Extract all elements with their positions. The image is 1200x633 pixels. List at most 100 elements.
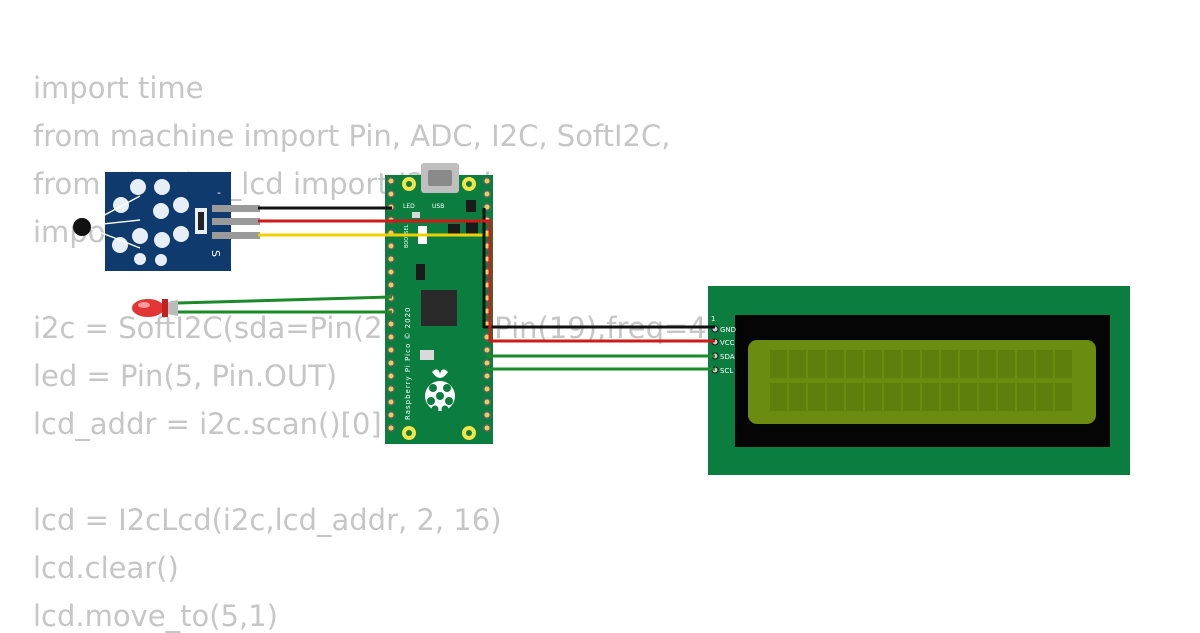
lcd-cell (865, 350, 882, 378)
pico-pin[interactable] (386, 423, 396, 433)
pico-pin[interactable] (386, 267, 396, 277)
pico-pin[interactable] (386, 332, 396, 342)
lcd-cell (979, 383, 996, 411)
pico-mounting-hole-centers (406, 181, 472, 436)
red-led[interactable] (132, 299, 178, 317)
temperature-sensor-module[interactable]: - S (73, 172, 260, 271)
rp2040-chip (421, 290, 457, 326)
wire-lcd-gnd[interactable] (482, 208, 715, 329)
lcd-pin-index: 1 (711, 315, 715, 323)
led-body (132, 299, 164, 317)
lcd-pin-vcc: VCC (720, 339, 735, 347)
lcd-cell (827, 350, 844, 378)
lcd-cell (884, 350, 901, 378)
pico-pin[interactable] (386, 345, 396, 355)
lcd-cell (865, 383, 882, 411)
lcd-cell (789, 383, 806, 411)
sensor-pin-label-signal: S (209, 250, 222, 257)
thermistor-icon (73, 218, 91, 236)
lcd-cell (998, 350, 1015, 378)
sensor-pin-label-minus: - (217, 186, 221, 199)
pico-test-pad (420, 350, 434, 360)
pico-pin[interactable] (386, 410, 396, 420)
pico-board-label: Raspberry Pi Pico © 2020 (404, 307, 412, 421)
pico-pin[interactable] (482, 358, 492, 368)
lcd-cell (1055, 383, 1072, 411)
pico-pin[interactable] (482, 384, 492, 394)
pico-pin[interactable] (386, 241, 396, 251)
lcd-cell (1036, 350, 1053, 378)
wire-led-anode[interactable] (177, 295, 393, 305)
lcd-cell (941, 383, 958, 411)
lcd-cell (884, 383, 901, 411)
code-line: lcd = I2cLcd(i2c,lcd_addr, 2, 16) (33, 503, 502, 537)
wires (177, 206, 715, 371)
lcd-cell (827, 383, 844, 411)
wire-lcd-vcc[interactable] (392, 219, 715, 343)
code-line: import time (33, 71, 204, 105)
lcd-cell (998, 383, 1015, 411)
pico-pin[interactable] (482, 423, 492, 433)
pico-pin[interactable] (482, 345, 492, 355)
lcd-character-cells (770, 350, 1072, 411)
pico-pin[interactable] (482, 371, 492, 381)
pico-pin[interactable] (386, 176, 396, 186)
lcd-cell (1055, 350, 1072, 378)
pico-pin[interactable] (386, 280, 396, 290)
sensor-leads (83, 195, 141, 249)
lcd-pin-sda: SDA (720, 353, 735, 361)
pico-pin[interactable] (386, 189, 396, 199)
pico-led (412, 212, 420, 218)
lcd-cell (789, 350, 806, 378)
lcd-cell (903, 350, 920, 378)
lcd-cell (979, 350, 996, 378)
lcd-cell (960, 383, 977, 411)
lcd-cell (1036, 383, 1053, 411)
lcd-cell (770, 383, 787, 411)
pico-usb-label: USB (432, 203, 444, 210)
sensor-resistor (198, 212, 204, 230)
pico-small-chip (466, 200, 476, 212)
lcd-cell (1017, 350, 1034, 378)
raspberry-logo-icon (425, 369, 455, 413)
pico-regulator-chip (448, 224, 460, 234)
lcd-cell (941, 350, 958, 378)
lcd-cell (846, 383, 863, 411)
pico-pin[interactable] (482, 189, 492, 199)
pico-flash-chip (466, 222, 478, 234)
code-line: lcd.clear() (33, 551, 179, 585)
lcd-cell (846, 350, 863, 378)
code-line: led = Pin(5, Pin.OUT) (33, 359, 338, 393)
lcd-cell (922, 350, 939, 378)
code-line: from machine import Pin, ADC, I2C, SoftI… (33, 119, 671, 153)
lcd-16x2-display[interactable]: 1 GND VCC SDA SCL (708, 286, 1130, 475)
pico-pin[interactable] (386, 358, 396, 368)
pico-crystal (416, 264, 425, 280)
sensor-header-pins (212, 205, 260, 239)
pico-pin[interactable] (482, 397, 492, 407)
lcd-cell (903, 383, 920, 411)
led-rim (162, 299, 168, 317)
usb-port-icon (428, 170, 452, 186)
lcd-pin-gnd: GND (720, 326, 736, 334)
raspberry-pi-pico[interactable]: LED USB BOOTSEL Raspberry Pi Pico © 2020 (385, 163, 493, 444)
pico-pin[interactable] (386, 384, 396, 394)
lcd-pin-scl: SCL (720, 367, 733, 375)
led-highlight (138, 302, 150, 308)
pico-pin[interactable] (386, 397, 396, 407)
code-line: lcd.move_to(5,1) (33, 599, 278, 633)
code-line: lcd_addr = i2c.scan()[0] (33, 407, 382, 441)
pico-pin[interactable] (386, 371, 396, 381)
lcd-cell (922, 383, 939, 411)
lcd-cell (1017, 383, 1034, 411)
lcd-cell (770, 350, 787, 378)
lcd-cell (808, 383, 825, 411)
pico-pin[interactable] (386, 254, 396, 264)
pico-pin[interactable] (386, 319, 396, 329)
pico-led-label: LED (403, 203, 415, 210)
lcd-cell (960, 350, 977, 378)
lcd-cell (808, 350, 825, 378)
pico-pin[interactable] (482, 410, 492, 420)
pico-pin[interactable] (482, 176, 492, 186)
